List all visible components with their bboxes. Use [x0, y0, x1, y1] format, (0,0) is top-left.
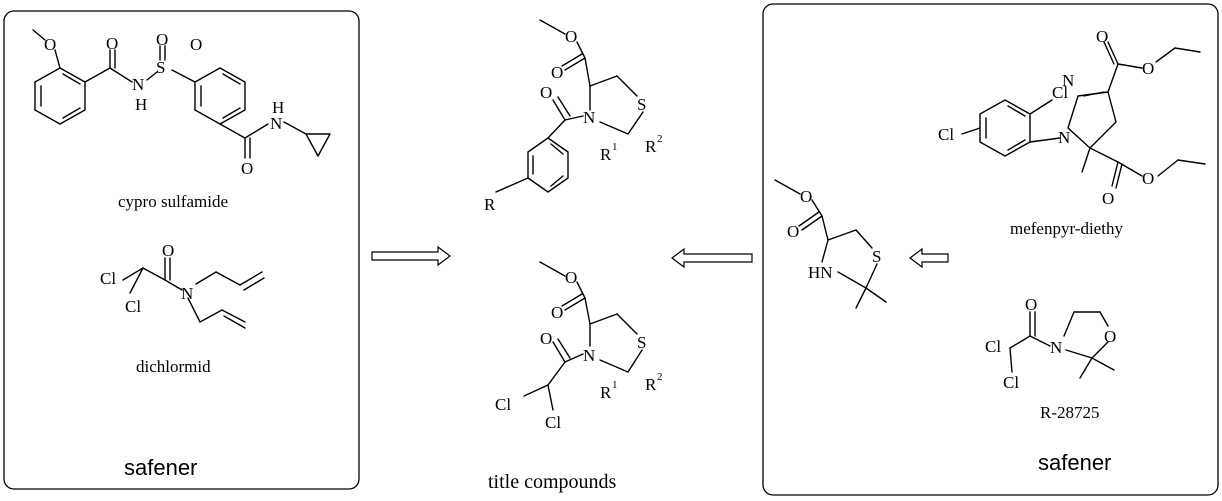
cyprosulfamide-structure: O O N H S O O O H N: [32, 29, 331, 178]
atom-label: Cl: [100, 269, 116, 288]
atom-label: O: [565, 27, 577, 46]
atom-label: O: [1102, 189, 1114, 208]
right-panel-frame: [762, 3, 1219, 496]
atom-label: O: [551, 303, 563, 322]
atom-label: R: [645, 137, 657, 156]
superscript: 1: [612, 141, 618, 153]
atom-label: O: [540, 329, 552, 348]
r28725-caption: R-28725: [1040, 403, 1100, 422]
atom-label: S: [637, 333, 646, 352]
atom-label: O: [1142, 59, 1154, 78]
atom-label: R: [600, 383, 612, 402]
atom-label: N: [583, 346, 595, 365]
dichloroacetyl-thiazolidine-structure: O O S N O Cl Cl R 1 R 2: [495, 261, 663, 432]
thiazolidine-ester-structure: O O S HN: [774, 179, 887, 309]
superscript: 2: [657, 371, 663, 383]
cyprosulfamide-caption: cypro sulfamide: [118, 192, 228, 211]
right-safener-caption: safener: [1038, 450, 1111, 475]
r28725-structure: Cl Cl O N O: [985, 295, 1116, 392]
arrow-right: [371, 245, 451, 267]
atom-label: O: [800, 187, 812, 206]
right-safener-panel: Cl Cl N N O O O O mefenpyr-diethy O O: [762, 3, 1219, 496]
atom-label: O: [1025, 295, 1037, 314]
atom-label: O: [551, 63, 563, 82]
atom-label: O: [162, 241, 174, 260]
atom-label: Cl: [1052, 83, 1068, 102]
superscript: 1: [612, 379, 618, 391]
atom-label: Cl: [495, 395, 511, 414]
arrow-left: [671, 247, 753, 269]
atom-label: Cl: [125, 297, 141, 316]
atom-label: N: [1050, 338, 1062, 357]
atom-label: Cl: [938, 125, 954, 144]
superscript: 2: [657, 133, 663, 145]
atom-label: O: [44, 35, 56, 54]
atom-label: O: [1104, 327, 1116, 346]
atom-label: N: [132, 75, 144, 94]
benzoyl-thiazolidine-structure: O O S N O R R 1 R 2: [484, 19, 663, 214]
atom-label: Cl: [545, 413, 561, 432]
atom-label: O: [1096, 27, 1108, 46]
left-safener-panel: O O N H S O O O H N cypro sulfamide: [3, 10, 360, 490]
atom-label: N: [270, 114, 282, 133]
atom-label: HN: [808, 263, 833, 282]
title-compounds: O O S N O R R 1 R 2: [484, 19, 663, 493]
atom-label: H: [272, 98, 284, 117]
atom-label: O: [565, 268, 577, 287]
title-compounds-caption: title compounds: [488, 471, 617, 493]
atom-label: S: [637, 95, 646, 114]
left-safener-caption: safener: [124, 455, 197, 480]
left-panel-frame: [3, 10, 360, 490]
atom-label: O: [190, 35, 202, 54]
dichlormid-caption: dichlormid: [136, 357, 211, 376]
inner-arrow-left: [909, 247, 949, 269]
atom-label: H: [135, 95, 147, 114]
atom-label: S: [872, 247, 881, 266]
atom-label: O: [540, 83, 552, 102]
atom-label: O: [156, 30, 168, 49]
mefenpyr-caption: mefenpyr-diethy: [1010, 219, 1123, 238]
atom-label: O: [1142, 169, 1154, 188]
atom-label: N: [181, 284, 193, 303]
atom-label: R: [484, 195, 496, 214]
atom-label: O: [106, 34, 118, 53]
atom-label: S: [156, 58, 165, 77]
dichlormid-structure: Cl Cl O N: [100, 241, 265, 329]
atom-label: O: [787, 222, 799, 241]
atom-label: N: [583, 108, 595, 127]
atom-label: R: [600, 145, 612, 164]
atom-label: R: [645, 375, 657, 394]
mefenpyr-diethyl-structure: Cl Cl N N O O O O: [938, 27, 1206, 208]
atom-label: N: [1062, 71, 1074, 90]
atom-label: Cl: [985, 337, 1001, 356]
atom-label: Cl: [1003, 373, 1019, 392]
atom-label: N: [1058, 128, 1070, 147]
atom-label: O: [241, 159, 253, 178]
